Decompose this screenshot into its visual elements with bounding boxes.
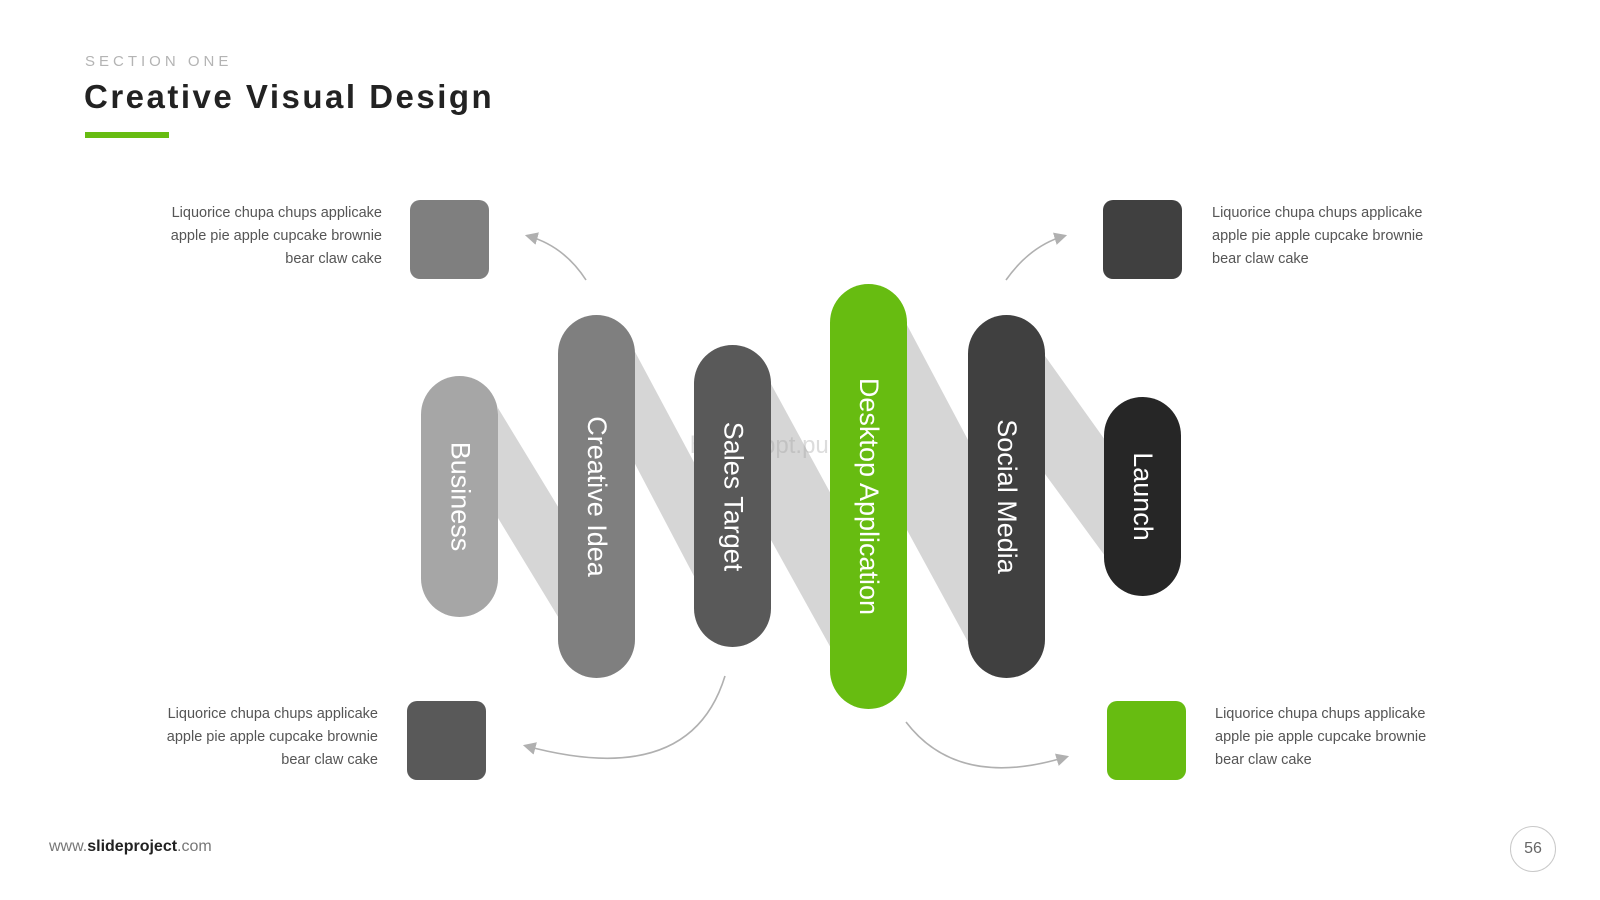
arrow-top-right bbox=[1005, 232, 1068, 281]
callout-text-top-right: Liquorice chupa chups applicake apple pi… bbox=[1212, 205, 1424, 267]
footer-website[interactable]: www.slideproject.com bbox=[49, 838, 212, 856]
connector-band bbox=[498, 408, 560, 620]
arrow-bottom-left bbox=[522, 675, 726, 760]
footer-prefix: www. bbox=[49, 838, 88, 855]
step-label: Desktop Application bbox=[854, 377, 884, 616]
step-label: Social Media bbox=[992, 419, 1023, 574]
connector-band bbox=[634, 350, 696, 580]
connector-band bbox=[771, 384, 832, 650]
step-label: Launch bbox=[1128, 452, 1158, 541]
step-pill-social-media: Social Media bbox=[968, 315, 1045, 678]
arrow-top-left bbox=[524, 232, 587, 281]
callout-square-top-right bbox=[1103, 200, 1182, 279]
callout-text-top-left: Liquorice chupa chups applicake apple pi… bbox=[170, 205, 382, 267]
step-label: Sales Target bbox=[718, 421, 749, 571]
step-pill-launch: Launch bbox=[1104, 397, 1181, 596]
step-pill-creative-idea: Creative Idea bbox=[558, 315, 635, 678]
title-underline bbox=[85, 132, 169, 138]
callout-square-bottom-left bbox=[407, 701, 486, 780]
step-label: Business bbox=[445, 441, 475, 552]
step-connector-bands bbox=[498, 325, 1105, 650]
page-number-badge: 56 bbox=[1510, 826, 1556, 872]
callout-text-bottom-left: Liquorice chupa chups applicake apple pi… bbox=[166, 706, 378, 768]
arrow-bottom-right bbox=[905, 721, 1070, 769]
callout-text-bottom-right: Liquorice chupa chups applicake apple pi… bbox=[1215, 706, 1427, 768]
connector-band bbox=[1045, 356, 1105, 556]
callout-square-bottom-right bbox=[1107, 701, 1186, 780]
footer-brand: slideproject bbox=[87, 838, 178, 855]
step-pill-business: Business bbox=[421, 376, 498, 617]
callout-square-top-left bbox=[410, 200, 489, 279]
step-pill-desktop-application: Desktop Application bbox=[830, 284, 907, 709]
page-number: 56 bbox=[1524, 840, 1542, 857]
section-label: SECTION ONE bbox=[85, 53, 233, 70]
connector-band bbox=[907, 325, 968, 642]
step-label: Creative Idea bbox=[582, 416, 612, 577]
footer-suffix: .com bbox=[177, 838, 212, 855]
callout-arrows bbox=[522, 232, 1070, 769]
step-pill-sales-target: Sales Target bbox=[694, 345, 771, 647]
page-title: Creative Visual Design bbox=[84, 78, 495, 115]
